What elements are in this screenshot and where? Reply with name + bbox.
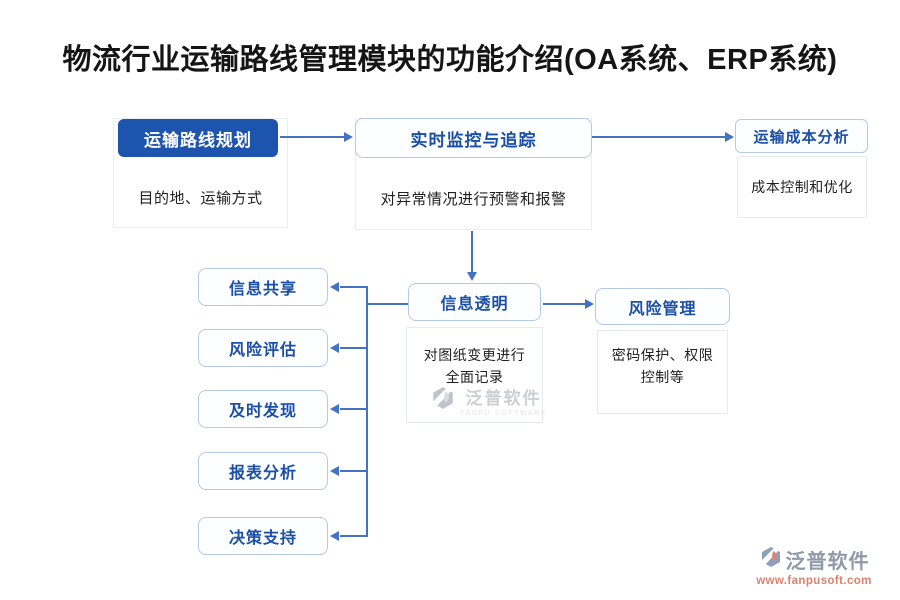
arrowhead-left-icon xyxy=(330,466,339,476)
desc-monitoring: 对异常情况进行预警和报警 xyxy=(380,191,567,208)
center-watermark: 泛普软件 FANPU SOFTWARE xyxy=(430,384,547,417)
node-cost-analysis: 运输成本分析 xyxy=(735,119,868,153)
node-feature-risk-assessment: 风险评估 xyxy=(198,329,328,367)
node-route-planning: 运输路线规划 xyxy=(118,119,278,157)
node-feature-timely-discovery: 及时发现 xyxy=(198,390,328,428)
arrowhead-right-icon xyxy=(585,299,594,309)
node-feature-info-sharing: 信息共享 xyxy=(198,268,328,306)
watermark-logo-icon xyxy=(430,385,456,416)
desc-route-planning: 目的地、运输方式 xyxy=(138,190,263,207)
arrowhead-left-icon xyxy=(330,531,339,541)
page-title: 物流行业运输路线管理模块的功能介绍(OA系统、ERP系统) xyxy=(62,44,838,76)
branch-timely-discovery xyxy=(340,408,367,410)
desc-risk-management: 密码保护、权限 控制等 xyxy=(611,347,714,385)
connector-trunk xyxy=(366,286,368,537)
arrow-route-to-monitoring xyxy=(280,136,346,138)
brand-name: 泛普软件 xyxy=(785,551,870,573)
fanpu-logo-icon xyxy=(759,545,783,574)
branch-report-analysis xyxy=(340,470,367,472)
arrowhead-left-icon xyxy=(330,404,339,414)
desc-cost-analysis: 成本控制和优化 xyxy=(751,179,853,195)
card-info-transparency xyxy=(406,327,543,423)
watermark-name: 泛普软件 xyxy=(465,389,542,408)
node-monitoring: 实时监控与追踪 xyxy=(355,118,592,158)
connector-info-to-trunk xyxy=(367,303,408,305)
node-info-transparency: 信息透明 xyxy=(408,283,541,321)
node-feature-decision-support: 决策支持 xyxy=(198,517,328,555)
arrowhead-right-icon xyxy=(344,132,353,142)
arrow-monitoring-to-info xyxy=(471,231,473,273)
arrow-monitoring-to-cost xyxy=(592,136,727,138)
arrowhead-left-icon xyxy=(330,343,339,353)
card-cost-analysis xyxy=(737,156,867,218)
desc-info-transparency: 对图纸变更进行 全面记录 xyxy=(423,347,526,385)
card-risk-management xyxy=(597,330,728,414)
branch-risk-assessment xyxy=(340,347,367,349)
brand-logo: 泛普软件 www.fanpusoft.com xyxy=(748,545,880,587)
arrowhead-down-icon xyxy=(467,272,477,281)
arrowhead-left-icon xyxy=(330,282,339,292)
arrow-info-to-risk xyxy=(543,303,587,305)
node-feature-report-analysis: 报表分析 xyxy=(198,452,328,490)
watermark-subtitle: FANPU SOFTWARE xyxy=(460,410,548,417)
node-risk-management: 风险管理 xyxy=(595,288,730,325)
arrowhead-right-icon xyxy=(725,132,734,142)
branch-info-sharing xyxy=(340,286,367,288)
branch-decision-support xyxy=(340,535,367,537)
brand-url: www.fanpusoft.com xyxy=(756,575,872,587)
